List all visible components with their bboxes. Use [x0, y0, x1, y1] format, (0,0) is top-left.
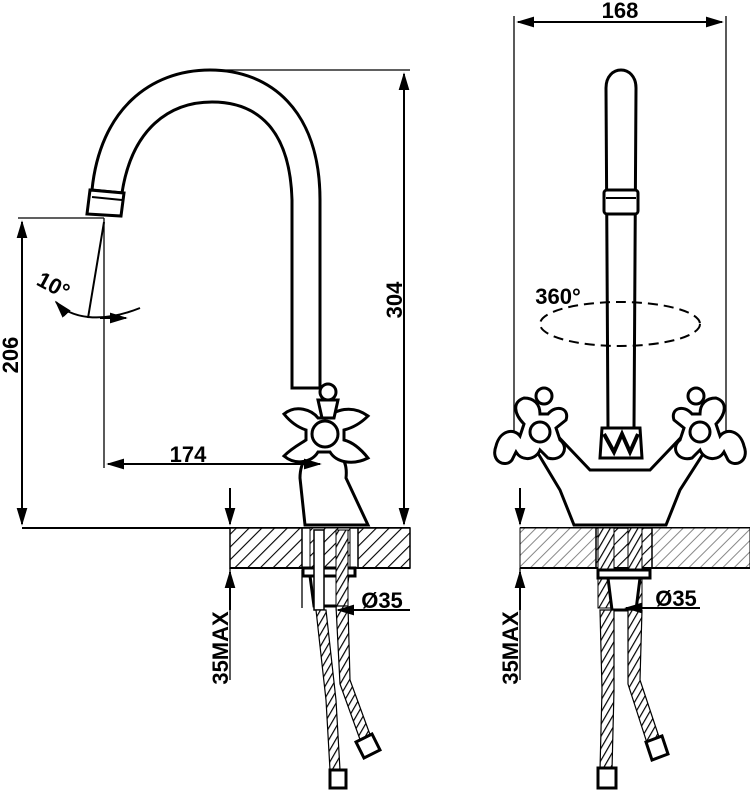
hose-left	[315, 609, 341, 771]
dim-rotation: 360°	[535, 284, 581, 309]
hose-front-left	[599, 609, 615, 771]
side-view: 304 206 174 10° Ø35 35MAX	[0, 68, 411, 790]
spout	[90, 68, 322, 390]
dim-max-thickness-left: 35MAX	[208, 611, 233, 685]
hose-front-right	[627, 609, 661, 747]
hose-right	[335, 605, 373, 746]
dim-tilt-angle: 10°	[33, 267, 74, 305]
front-view: 168 360°	[493, 0, 750, 790]
cross-handle-right	[671, 386, 747, 465]
hose-nut-front-left	[596, 766, 618, 790]
hose-nut-front-right	[644, 734, 670, 762]
dim-hole-diameter-left: Ø35	[361, 588, 403, 613]
rotation-ellipse	[539, 301, 701, 347]
dim-total-height: 304	[382, 281, 407, 318]
hose-nut-left	[328, 768, 348, 790]
dim-reach: 174	[170, 442, 207, 467]
cross-handle-left	[493, 386, 569, 465]
dim-spout-width: 168	[602, 0, 639, 23]
valve-body-front	[527, 426, 715, 527]
aerator-front	[602, 188, 640, 216]
cross-handle	[281, 382, 371, 464]
aerator	[85, 188, 126, 218]
hose-nut-right	[353, 731, 383, 761]
dim-hole-diameter-right: Ø35	[655, 586, 697, 611]
dim-spout-height: 206	[0, 337, 23, 374]
spout-front	[604, 68, 638, 430]
dim-max-thickness-right: 35MAX	[498, 611, 523, 685]
